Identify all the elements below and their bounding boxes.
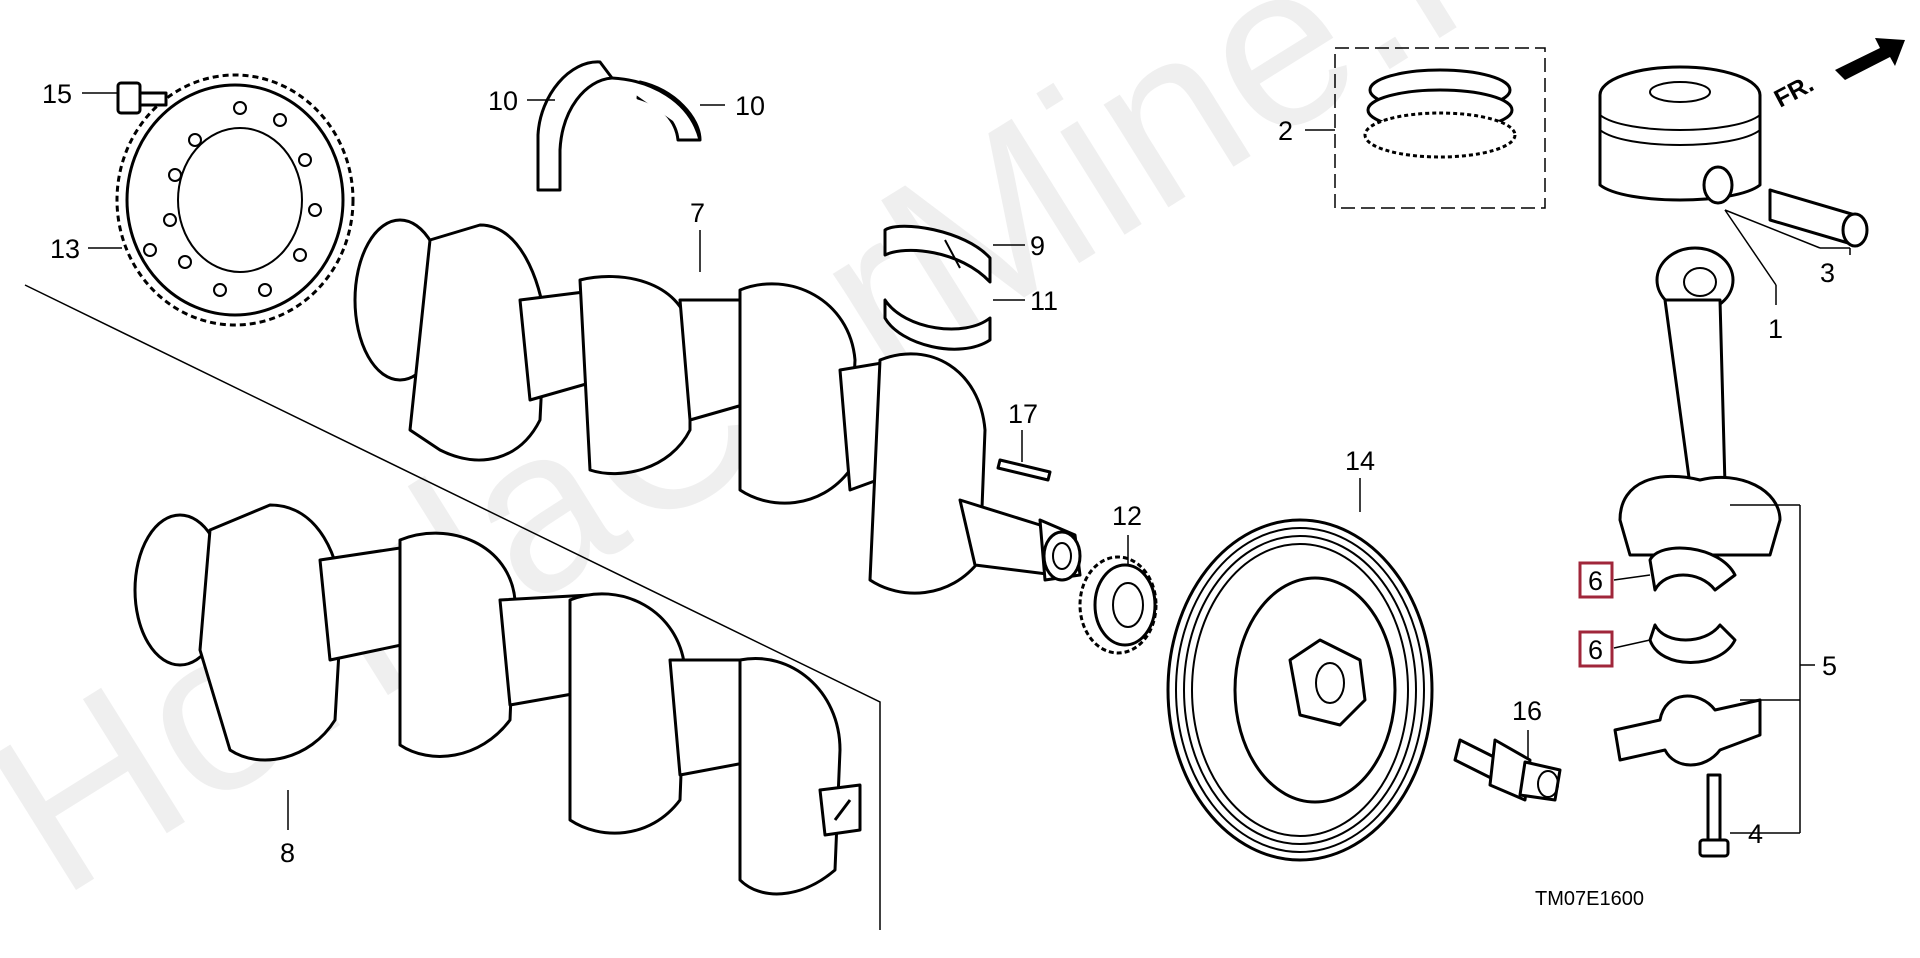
front-arrow-icon — [1835, 38, 1905, 80]
part-15-bolt[interactable] — [116, 81, 168, 115]
callout-6-upper: 6 — [1588, 566, 1603, 596]
callout-11: 11 — [1030, 286, 1058, 316]
callout-2: 2 — [1278, 116, 1293, 146]
callout-6-lower-box[interactable]: 6 — [1578, 630, 1614, 668]
piston[interactable] — [1598, 65, 1762, 205]
callout-4: 4 — [1748, 819, 1763, 849]
part-12-timing-sprocket[interactable] — [1078, 555, 1158, 655]
part-1-connecting-rod[interactable] — [1618, 246, 1782, 557]
callout-9: 9 — [1030, 231, 1045, 261]
ring-set-dashed-box — [1334, 47, 1546, 209]
part-3-piston-pin[interactable] — [1768, 188, 1869, 248]
part-4-rod-bolt[interactable] — [1698, 773, 1730, 858]
front-label: FR. — [1770, 70, 1819, 114]
connecting-rod-cap[interactable] — [1613, 694, 1762, 767]
front-direction-indicator: FR. — [1770, 38, 1905, 113]
callout-13: 13 — [50, 234, 80, 264]
callout-3: 3 — [1820, 258, 1835, 288]
callout-15: 15 — [42, 79, 72, 109]
callout-10-left: 10 — [488, 86, 518, 116]
part-9-main-bearing-upper[interactable] — [883, 224, 992, 284]
callout-6-lower: 6 — [1588, 635, 1603, 665]
part-17-woodruff-key[interactable] — [996, 458, 1052, 482]
part-8-crankshaft-alt[interactable] — [133, 503, 862, 896]
callout-7: 7 — [690, 198, 705, 228]
leader-lines — [82, 92, 1851, 834]
part-14-crankshaft-pulley[interactable] — [1166, 518, 1434, 862]
callout-10-right: 10 — [735, 91, 765, 121]
part-6-rod-bearing-lower[interactable] — [1648, 623, 1737, 664]
divider-line — [24, 284, 881, 930]
part-6-rod-bearing-upper[interactable] — [1648, 546, 1737, 592]
callout-16: 16 — [1512, 696, 1542, 726]
part-11-main-bearing-lower[interactable] — [883, 298, 992, 351]
part-16-pulley-bolt[interactable] — [1453, 738, 1562, 802]
callout-14: 14 — [1345, 446, 1375, 476]
callout-1: 1 — [1768, 314, 1783, 344]
part-2-piston-ring-set[interactable] — [1334, 47, 1546, 209]
callout-12: 12 — [1112, 501, 1142, 531]
diagram-code: TM07E1600 — [1535, 888, 1644, 910]
callout-8: 8 — [280, 838, 295, 868]
part-10-thrust-washers[interactable] — [536, 60, 702, 192]
callout-6-upper-box[interactable]: 6 — [1578, 561, 1614, 599]
part-7-crankshaft[interactable] — [353, 218, 1082, 595]
part-13-reluctor-ring[interactable] — [115, 73, 355, 327]
callout-5: 5 — [1822, 651, 1837, 681]
callout-17: 17 — [1008, 399, 1038, 429]
